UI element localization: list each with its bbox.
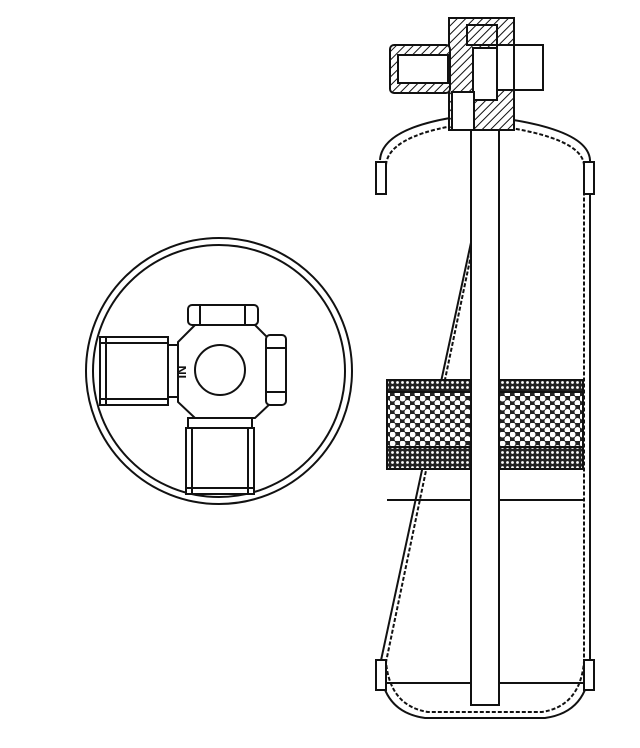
top-view <box>85 237 353 505</box>
inlet-label: IN <box>174 366 189 379</box>
side-section <box>375 17 595 719</box>
